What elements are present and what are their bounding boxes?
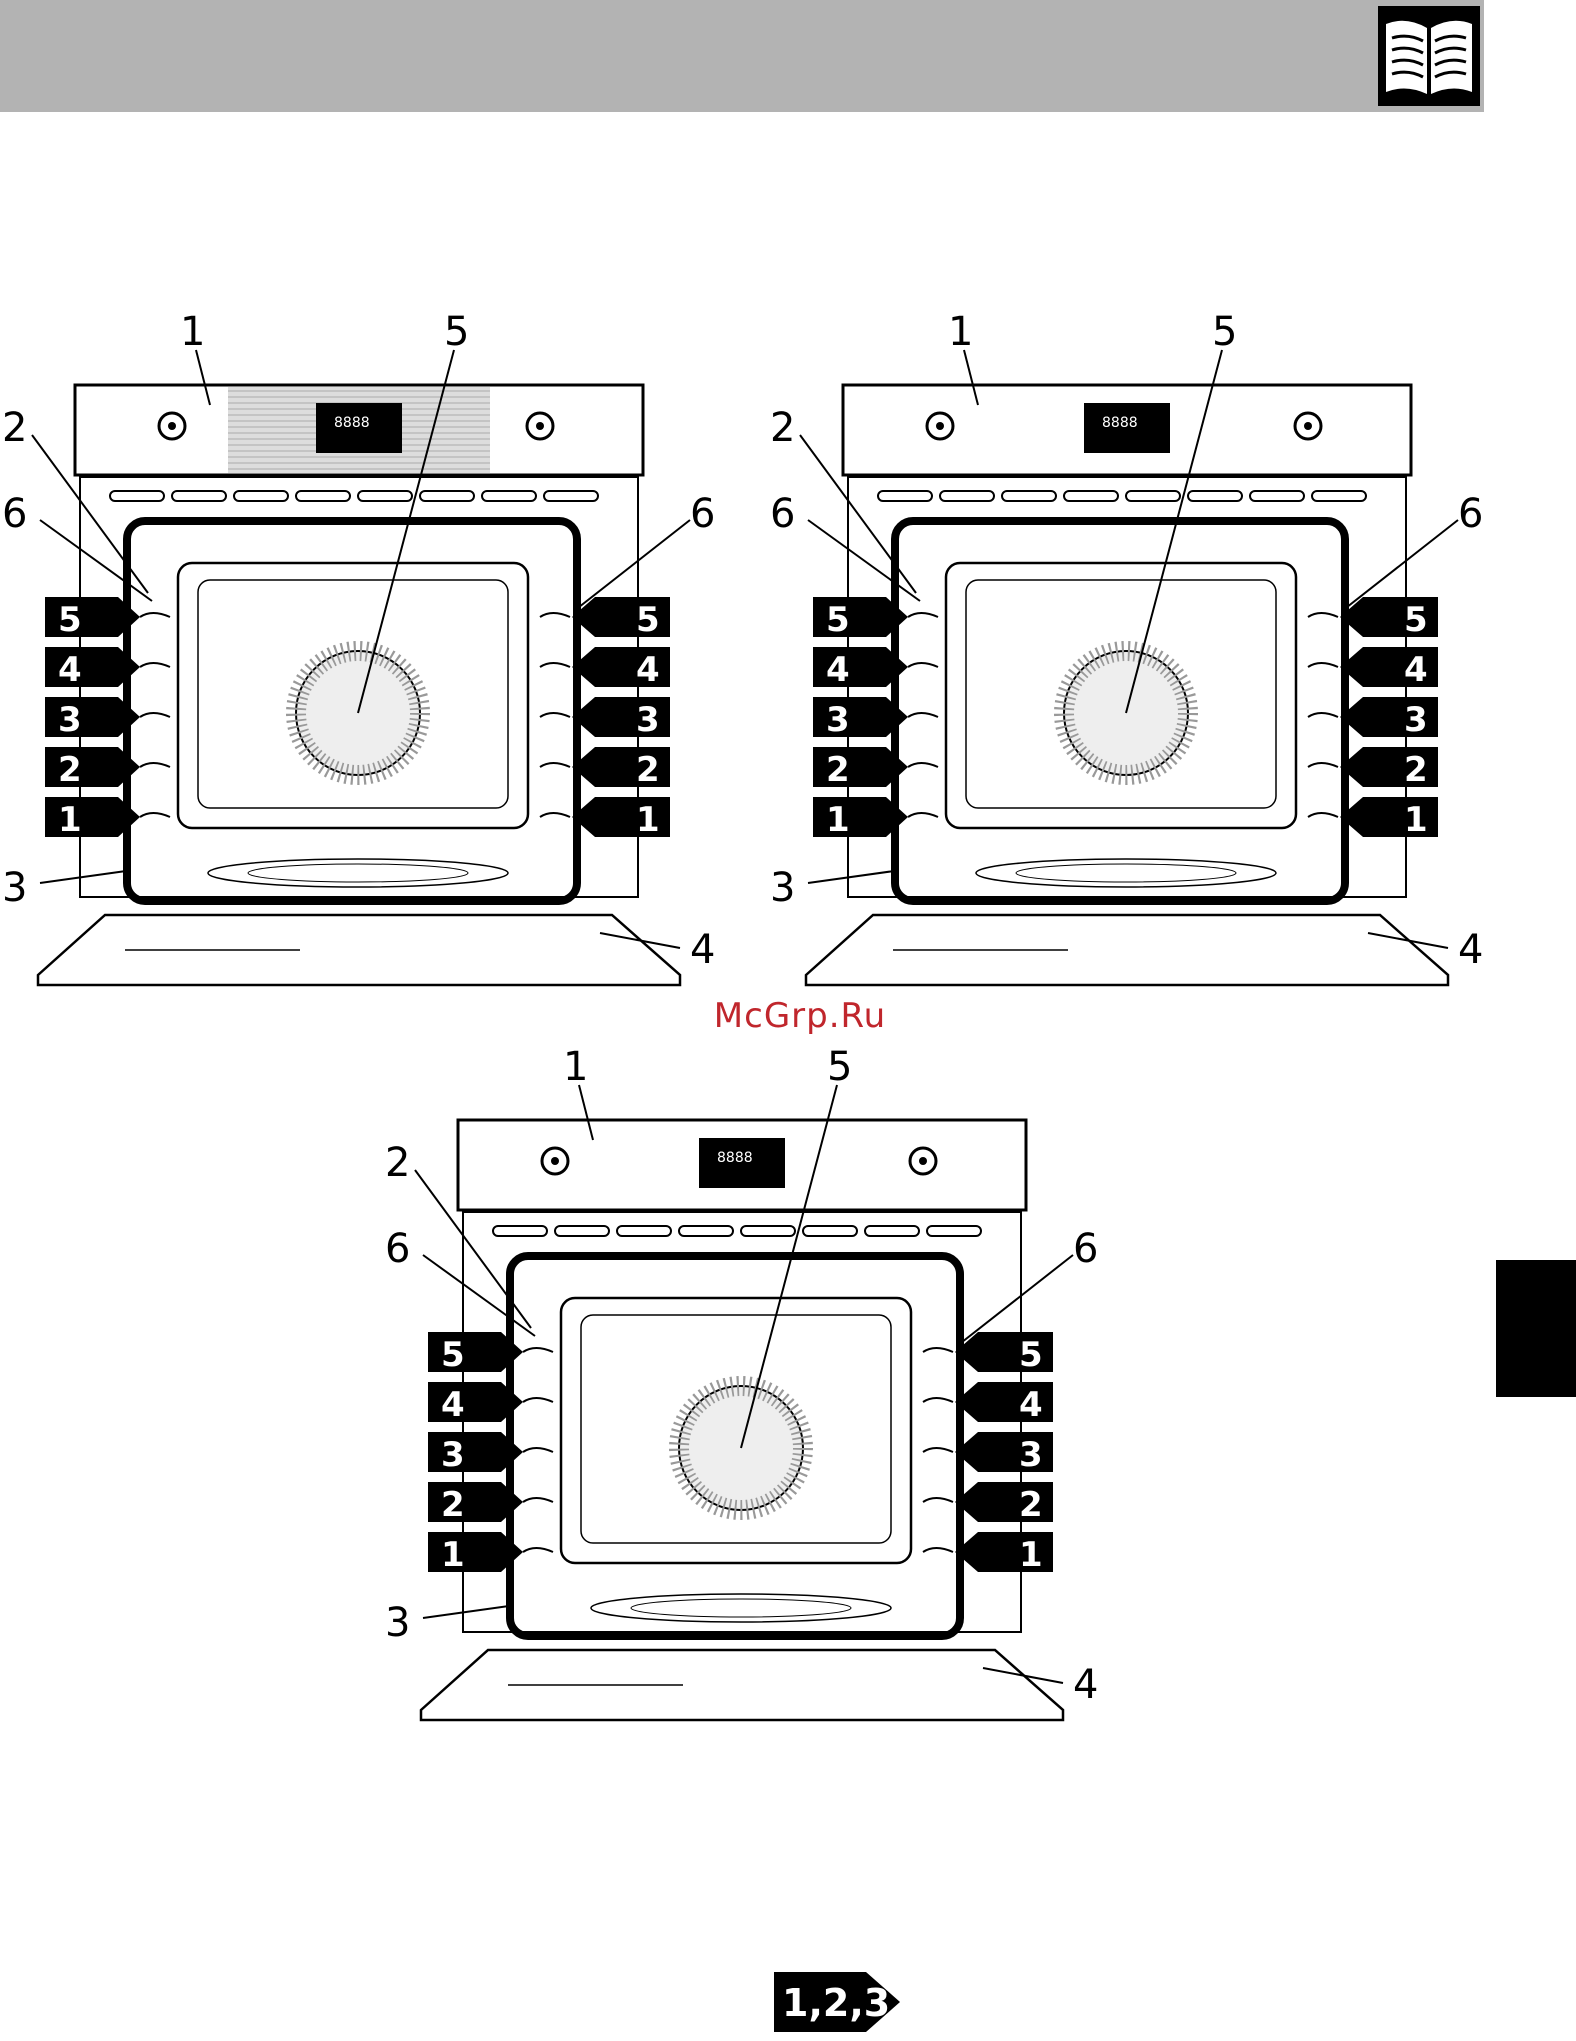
- shelf-number: 2: [58, 750, 82, 790]
- callout-3: 3: [385, 1600, 410, 1646]
- shelf-number: 1: [1019, 1535, 1043, 1575]
- header-bar: [0, 0, 1484, 112]
- shelf-number: 2: [1019, 1485, 1043, 1525]
- next-steps-badge: 1,2,3...: [774, 1968, 904, 2036]
- shelf-number: 1: [441, 1535, 465, 1575]
- shelf-number: 2: [826, 750, 850, 790]
- callout-5: 5: [1212, 309, 1237, 355]
- section-tab: [1496, 1260, 1576, 1397]
- callout-6-left: 6: [2, 491, 27, 537]
- callout-6-left: 6: [770, 491, 795, 537]
- callout-2: 2: [770, 405, 795, 451]
- shelf-number: 4: [58, 650, 82, 690]
- shelf-number: 2: [636, 750, 660, 790]
- shelf-number: 3: [441, 1435, 465, 1475]
- shelf-number: 3: [636, 700, 660, 740]
- shelf-number: 3: [58, 700, 82, 740]
- display-digits: 8888: [334, 415, 370, 431]
- callout-1: 1: [563, 1044, 588, 1090]
- callout-6-left: 6: [385, 1226, 410, 1272]
- shelf-number: 5: [1019, 1335, 1043, 1375]
- shelf-number: 4: [441, 1385, 465, 1425]
- shelf-number: 3: [1019, 1435, 1043, 1475]
- shelf-number: 1: [636, 800, 660, 840]
- next-steps-label: 1,2,3...: [782, 1981, 904, 2025]
- callout-3: 3: [2, 865, 27, 911]
- callout-6-right: 6: [690, 491, 715, 537]
- callout-4: 4: [690, 927, 715, 973]
- shelf-number: 5: [636, 600, 660, 640]
- shelf-number: 3: [826, 700, 850, 740]
- shelf-number: 5: [441, 1335, 465, 1375]
- book-icon: [1378, 6, 1480, 106]
- shelf-number: 5: [58, 600, 82, 640]
- callout-4: 4: [1073, 1662, 1098, 1708]
- shelf-number: 2: [441, 1485, 465, 1525]
- callout-2: 2: [385, 1140, 410, 1186]
- shelf-number: 4: [826, 650, 850, 690]
- callout-6-right: 6: [1458, 491, 1483, 537]
- shelf-number: 1: [58, 800, 82, 840]
- callout-3: 3: [770, 865, 795, 911]
- display-digits: 8888: [1102, 415, 1138, 431]
- callout-5: 5: [827, 1044, 852, 1090]
- watermark-text: McGrp.Ru: [690, 996, 910, 1036]
- callout-4: 4: [1458, 927, 1483, 973]
- callout-6-right: 6: [1073, 1226, 1098, 1272]
- shelf-number: 4: [1404, 650, 1428, 690]
- shelf-number: 4: [1019, 1385, 1043, 1425]
- oven-diagram: 8888 5 5 4 4: [0, 305, 720, 1029]
- display-digits: 8888: [717, 1150, 753, 1166]
- shelf-number: 1: [1404, 800, 1428, 840]
- callout-5: 5: [444, 309, 469, 355]
- shelf-number: 5: [826, 600, 850, 640]
- shelf-number: 1: [826, 800, 850, 840]
- shelf-number: 5: [1404, 600, 1428, 640]
- shelf-number: 2: [1404, 750, 1428, 790]
- oven-diagram: 8888 5 5 4 4: [768, 305, 1488, 1029]
- callout-1: 1: [948, 309, 973, 355]
- callout-1: 1: [180, 309, 205, 355]
- oven-diagram: 8888 5 5 4 4: [383, 1040, 1103, 1764]
- callout-2: 2: [2, 405, 27, 451]
- shelf-number: 3: [1404, 700, 1428, 740]
- shelf-number: 4: [636, 650, 660, 690]
